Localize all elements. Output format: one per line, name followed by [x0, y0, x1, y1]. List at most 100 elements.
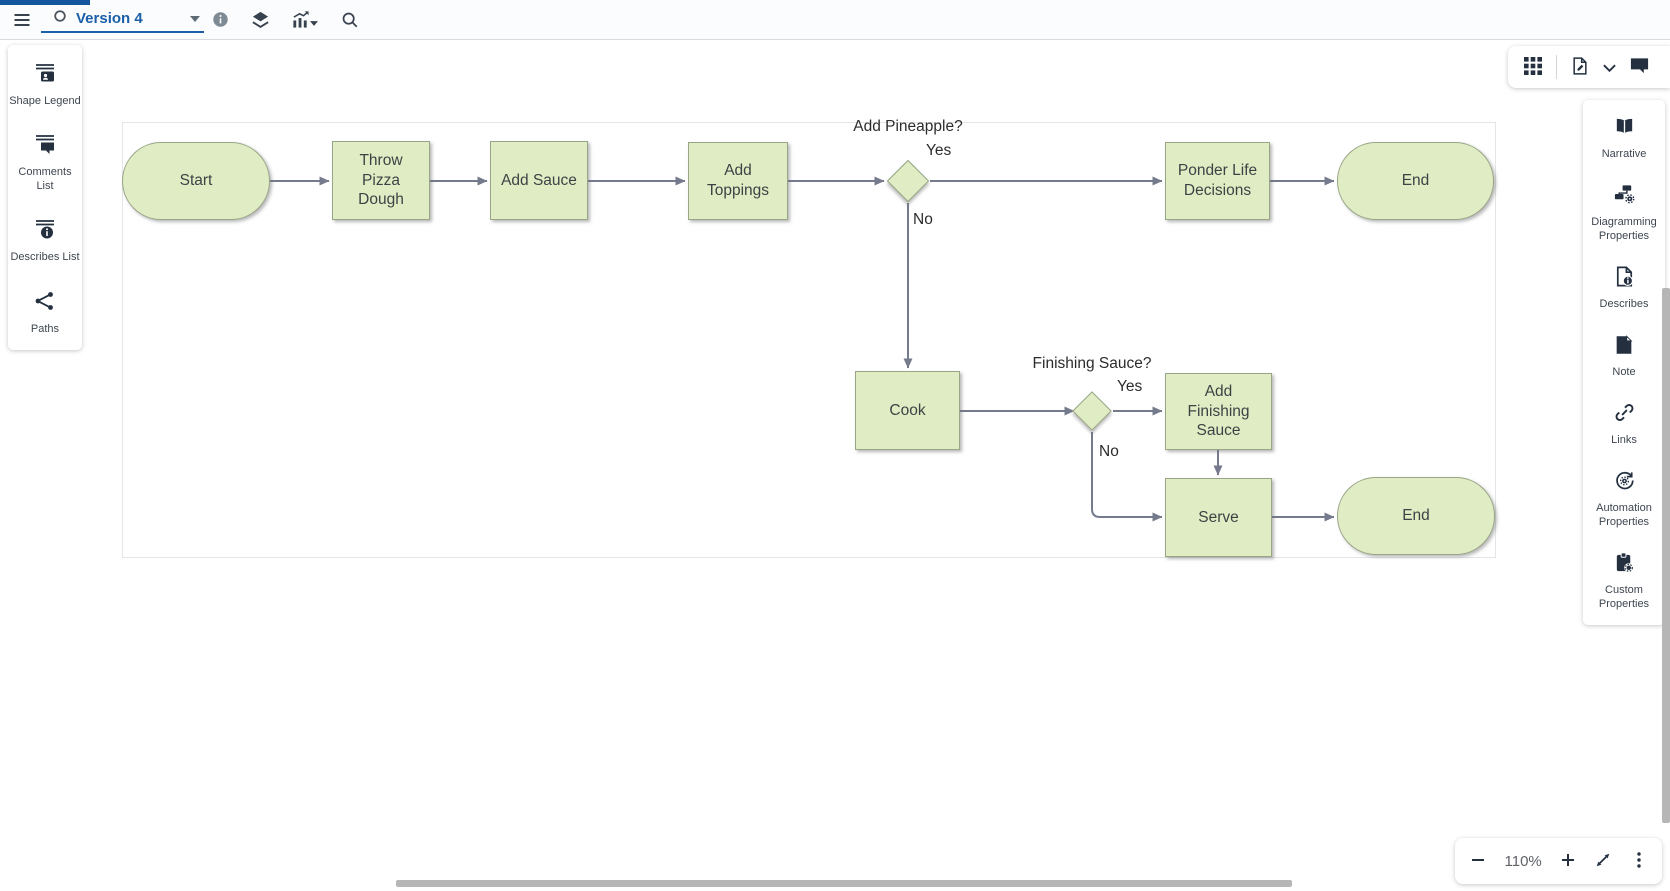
expand-icon [1594, 851, 1612, 872]
vertical-scrollbar[interactable] [1662, 288, 1670, 823]
narrative-icon [1613, 115, 1636, 143]
shape-legend-icon [33, 61, 57, 90]
describes-button[interactable]: Describes [1583, 265, 1665, 311]
caret-down-icon [309, 14, 318, 29]
node-end-bottom[interactable]: End [1337, 477, 1495, 555]
node-start[interactable]: Start [122, 142, 270, 220]
shape-legend-button[interactable]: Shape Legend [8, 61, 82, 108]
diagramming-properties-label: Diagramming Properties [1591, 216, 1657, 242]
toolbar-divider [1556, 55, 1557, 79]
chart-button[interactable] [286, 7, 322, 35]
version-circle-icon [53, 9, 67, 28]
right-properties-panel: Narrative Diagramming Properties Describ… [1583, 100, 1665, 626]
grid-view-button[interactable] [1523, 56, 1543, 79]
zoom-controls: 110% [1455, 838, 1662, 884]
layers-button[interactable] [246, 7, 274, 35]
horizontal-scrollbar[interactable] [396, 880, 1292, 887]
node-add-sauce[interactable]: Add Sauce [490, 141, 588, 220]
zoom-out-button[interactable] [1470, 852, 1486, 871]
search-button[interactable] [336, 7, 364, 35]
edge-label-finishing-question[interactable]: Finishing Sauce? [1032, 355, 1152, 372]
progress-strip [0, 0, 90, 5]
chat-icon [1629, 55, 1650, 79]
custom-properties-label: Custom Properties [1598, 584, 1650, 610]
kebab-menu-icon [1631, 851, 1647, 872]
shape-legend-label: Shape Legend [9, 95, 81, 107]
node-throw-pizza-dough-label: Throw Pizza Dough [358, 151, 404, 209]
node-add-finishing-sauce[interactable]: Add Finishing Sauce [1165, 373, 1272, 450]
node-throw-pizza-dough[interactable]: Throw Pizza Dough [332, 141, 430, 220]
note-icon [1613, 334, 1635, 361]
narrative-label: Narrative [1601, 148, 1647, 160]
info-button[interactable] [206, 7, 234, 35]
comments-list-button[interactable]: Comments List [8, 132, 82, 193]
paths-button[interactable]: Paths [8, 289, 82, 336]
more-options-button[interactable] [1631, 851, 1647, 872]
version-label: Version 4 [76, 9, 143, 27]
view-toolbar [1508, 46, 1670, 88]
node-add-toppings-label: Add Toppings [706, 162, 770, 199]
node-end-top-label: End [1401, 172, 1430, 190]
comments-list-label: Comments List [18, 166, 72, 192]
node-start-label: Start [179, 172, 213, 190]
top-toolbar: Version 4 [0, 0, 1670, 40]
links-icon [1613, 401, 1636, 429]
edge-label-finishing-no[interactable]: No [1099, 443, 1119, 460]
plus-icon [1560, 852, 1576, 871]
hamburger-icon [12, 10, 32, 33]
paths-label: Paths [30, 322, 60, 335]
left-tools-panel: Shape Legend Comments List Describes Lis… [8, 45, 82, 351]
chevron-down-icon [1603, 60, 1616, 75]
node-add-finishing-sauce-label: Add Finishing Sauce [1187, 382, 1250, 440]
links-label: Links [1611, 434, 1637, 447]
search-icon [341, 11, 359, 32]
narrative-button[interactable]: Narrative [1583, 115, 1665, 161]
caret-down-icon [190, 9, 200, 27]
edge-label-pineapple-yes[interactable]: Yes [926, 142, 952, 159]
node-serve-label: Serve [1198, 508, 1239, 526]
version-selector[interactable]: Version 4 [41, 5, 204, 33]
chart-icon [291, 10, 310, 32]
node-cook-label: Cook [889, 401, 926, 419]
describes-list-button[interactable]: Describes List [8, 217, 82, 264]
automation-properties-label: Automation Properties [1596, 502, 1652, 528]
diagram-page[interactable] [122, 122, 1496, 558]
layers-icon [251, 10, 270, 32]
describes-list-icon [33, 217, 57, 246]
paths-icon [33, 289, 57, 318]
describes-label: Describes [1599, 298, 1649, 311]
zoom-in-button[interactable] [1560, 852, 1576, 871]
edge-label-finishing-yes[interactable]: Yes [1117, 378, 1143, 395]
comments-list-icon [33, 132, 57, 161]
node-end-top[interactable]: End [1337, 142, 1494, 220]
note-label: Note [1612, 365, 1636, 378]
custom-properties-button[interactable]: Custom Properties [1583, 551, 1665, 611]
node-add-sauce-label: Add Sauce [501, 171, 577, 189]
document-options-button[interactable] [1603, 60, 1616, 75]
node-ponder-life-decisions[interactable]: Ponder Life Decisions [1165, 142, 1270, 220]
links-button[interactable]: Links [1583, 401, 1665, 447]
diagramming-properties-icon [1613, 183, 1636, 211]
describes-icon [1613, 265, 1636, 293]
describes-list-label: Describes List [10, 251, 80, 264]
automation-properties-icon [1613, 469, 1636, 497]
edge-label-pineapple-no[interactable]: No [913, 211, 933, 228]
comment-button[interactable] [1629, 55, 1650, 79]
node-add-toppings[interactable]: Add Toppings [688, 142, 788, 220]
fit-to-screen-button[interactable] [1594, 851, 1612, 872]
automation-properties-button[interactable]: Automation Properties [1583, 469, 1665, 529]
document-edit-button[interactable] [1570, 56, 1590, 79]
node-cook[interactable]: Cook [855, 371, 960, 450]
note-button[interactable]: Note [1583, 334, 1665, 379]
diagramming-properties-button[interactable]: Diagramming Properties [1583, 183, 1665, 243]
custom-properties-icon [1613, 551, 1636, 579]
document-edit-icon [1570, 56, 1590, 79]
edge-label-pineapple-question[interactable]: Add Pineapple? [853, 118, 963, 135]
zoom-level: 110% [1504, 852, 1542, 870]
info-icon [212, 11, 229, 31]
menu-button[interactable] [8, 7, 36, 35]
minus-icon [1470, 852, 1486, 871]
node-end-bottom-label: End [1402, 507, 1430, 525]
node-serve[interactable]: Serve [1165, 478, 1272, 557]
